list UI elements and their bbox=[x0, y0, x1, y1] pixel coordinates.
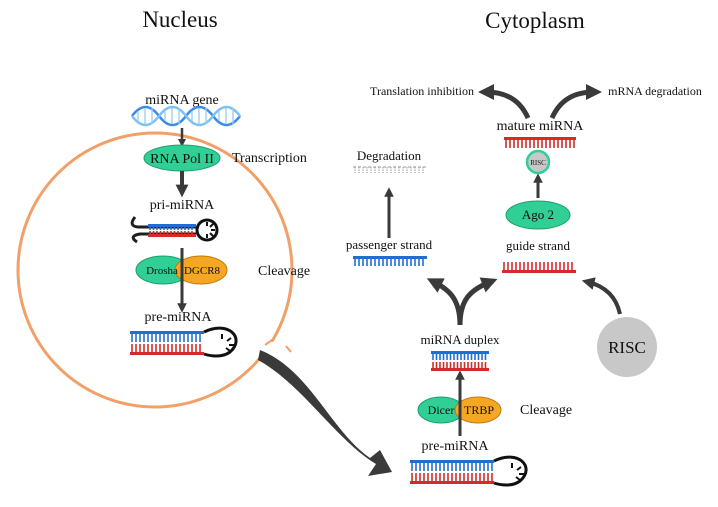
arrow-duplex-to-passenger bbox=[426, 278, 463, 326]
arrow-to-translation-inhibition bbox=[478, 84, 531, 120]
mirna-gene-label: miRNA gene bbox=[145, 93, 219, 108]
guide-strand-label: guide strand bbox=[506, 238, 570, 253]
cytoplasm-pre-mirna-hairpin bbox=[410, 455, 528, 487]
rna-pol-ii-label: RNA Pol II bbox=[150, 152, 214, 167]
pri-mirna-hairpin bbox=[130, 216, 219, 244]
ago2-protein bbox=[505, 200, 571, 230]
trbp-protein bbox=[454, 396, 502, 424]
mature-mirna-label: mature miRNA bbox=[497, 119, 585, 134]
risc-small-complex bbox=[525, 149, 551, 175]
pri-mirna-label: pri-miRNA bbox=[150, 198, 215, 213]
nucleus-cleavage-label: Cleavage bbox=[258, 264, 310, 279]
cytoplasm-cleavage-label: Cleavage bbox=[520, 403, 572, 418]
nucleus-pre-mirna-label: pre-miRNA bbox=[145, 310, 213, 325]
cytoplasm-heading: Cytoplasm bbox=[485, 8, 585, 33]
mrna-degradation-label: mRNA degradation bbox=[608, 84, 702, 98]
mature-mirna bbox=[504, 137, 576, 148]
arrow-duplex-to-guide bbox=[457, 277, 498, 326]
mirna-duplex bbox=[431, 351, 489, 371]
nucleus-membrane bbox=[16, 131, 294, 409]
mirna-duplex-label: miRNA duplex bbox=[420, 332, 500, 347]
arrow-risc-to-guide bbox=[581, 277, 622, 315]
arrow-to-mrna-degradation bbox=[549, 84, 602, 120]
ago2-label: Ago 2 bbox=[522, 207, 554, 222]
dgcr8-protein bbox=[174, 255, 228, 285]
risc-small-label: RISC bbox=[530, 159, 546, 167]
translation-inhibition-label: Translation inhibition bbox=[370, 84, 474, 98]
dgcr8-label: DGCR8 bbox=[184, 265, 221, 277]
risc-complex bbox=[597, 317, 657, 377]
transcription-label: Transcription bbox=[232, 151, 307, 166]
passenger-strand bbox=[353, 256, 427, 266]
nucleus-heading: Nucleus bbox=[142, 7, 217, 32]
degraded-strand bbox=[353, 166, 427, 173]
dna-helix-icon bbox=[131, 105, 241, 127]
nuclear-pore-edge bbox=[285, 345, 292, 353]
cytoplasm-pre-mirna-label: pre-miRNA bbox=[422, 439, 490, 454]
export-arrow bbox=[258, 350, 392, 476]
nucleus-pre-mirna-hairpin bbox=[130, 326, 238, 358]
passenger-strand-label: passenger strand bbox=[346, 237, 433, 252]
nuclear-pore-edge bbox=[264, 339, 273, 346]
guide-strand bbox=[502, 262, 576, 273]
drosha-label: Drosha bbox=[146, 265, 178, 277]
trbp-label: TRBP bbox=[464, 403, 494, 417]
risc-large-label: RISC bbox=[608, 338, 646, 357]
degradation-label: Degradation bbox=[357, 148, 422, 163]
dicer-label: Dicer bbox=[428, 403, 455, 417]
